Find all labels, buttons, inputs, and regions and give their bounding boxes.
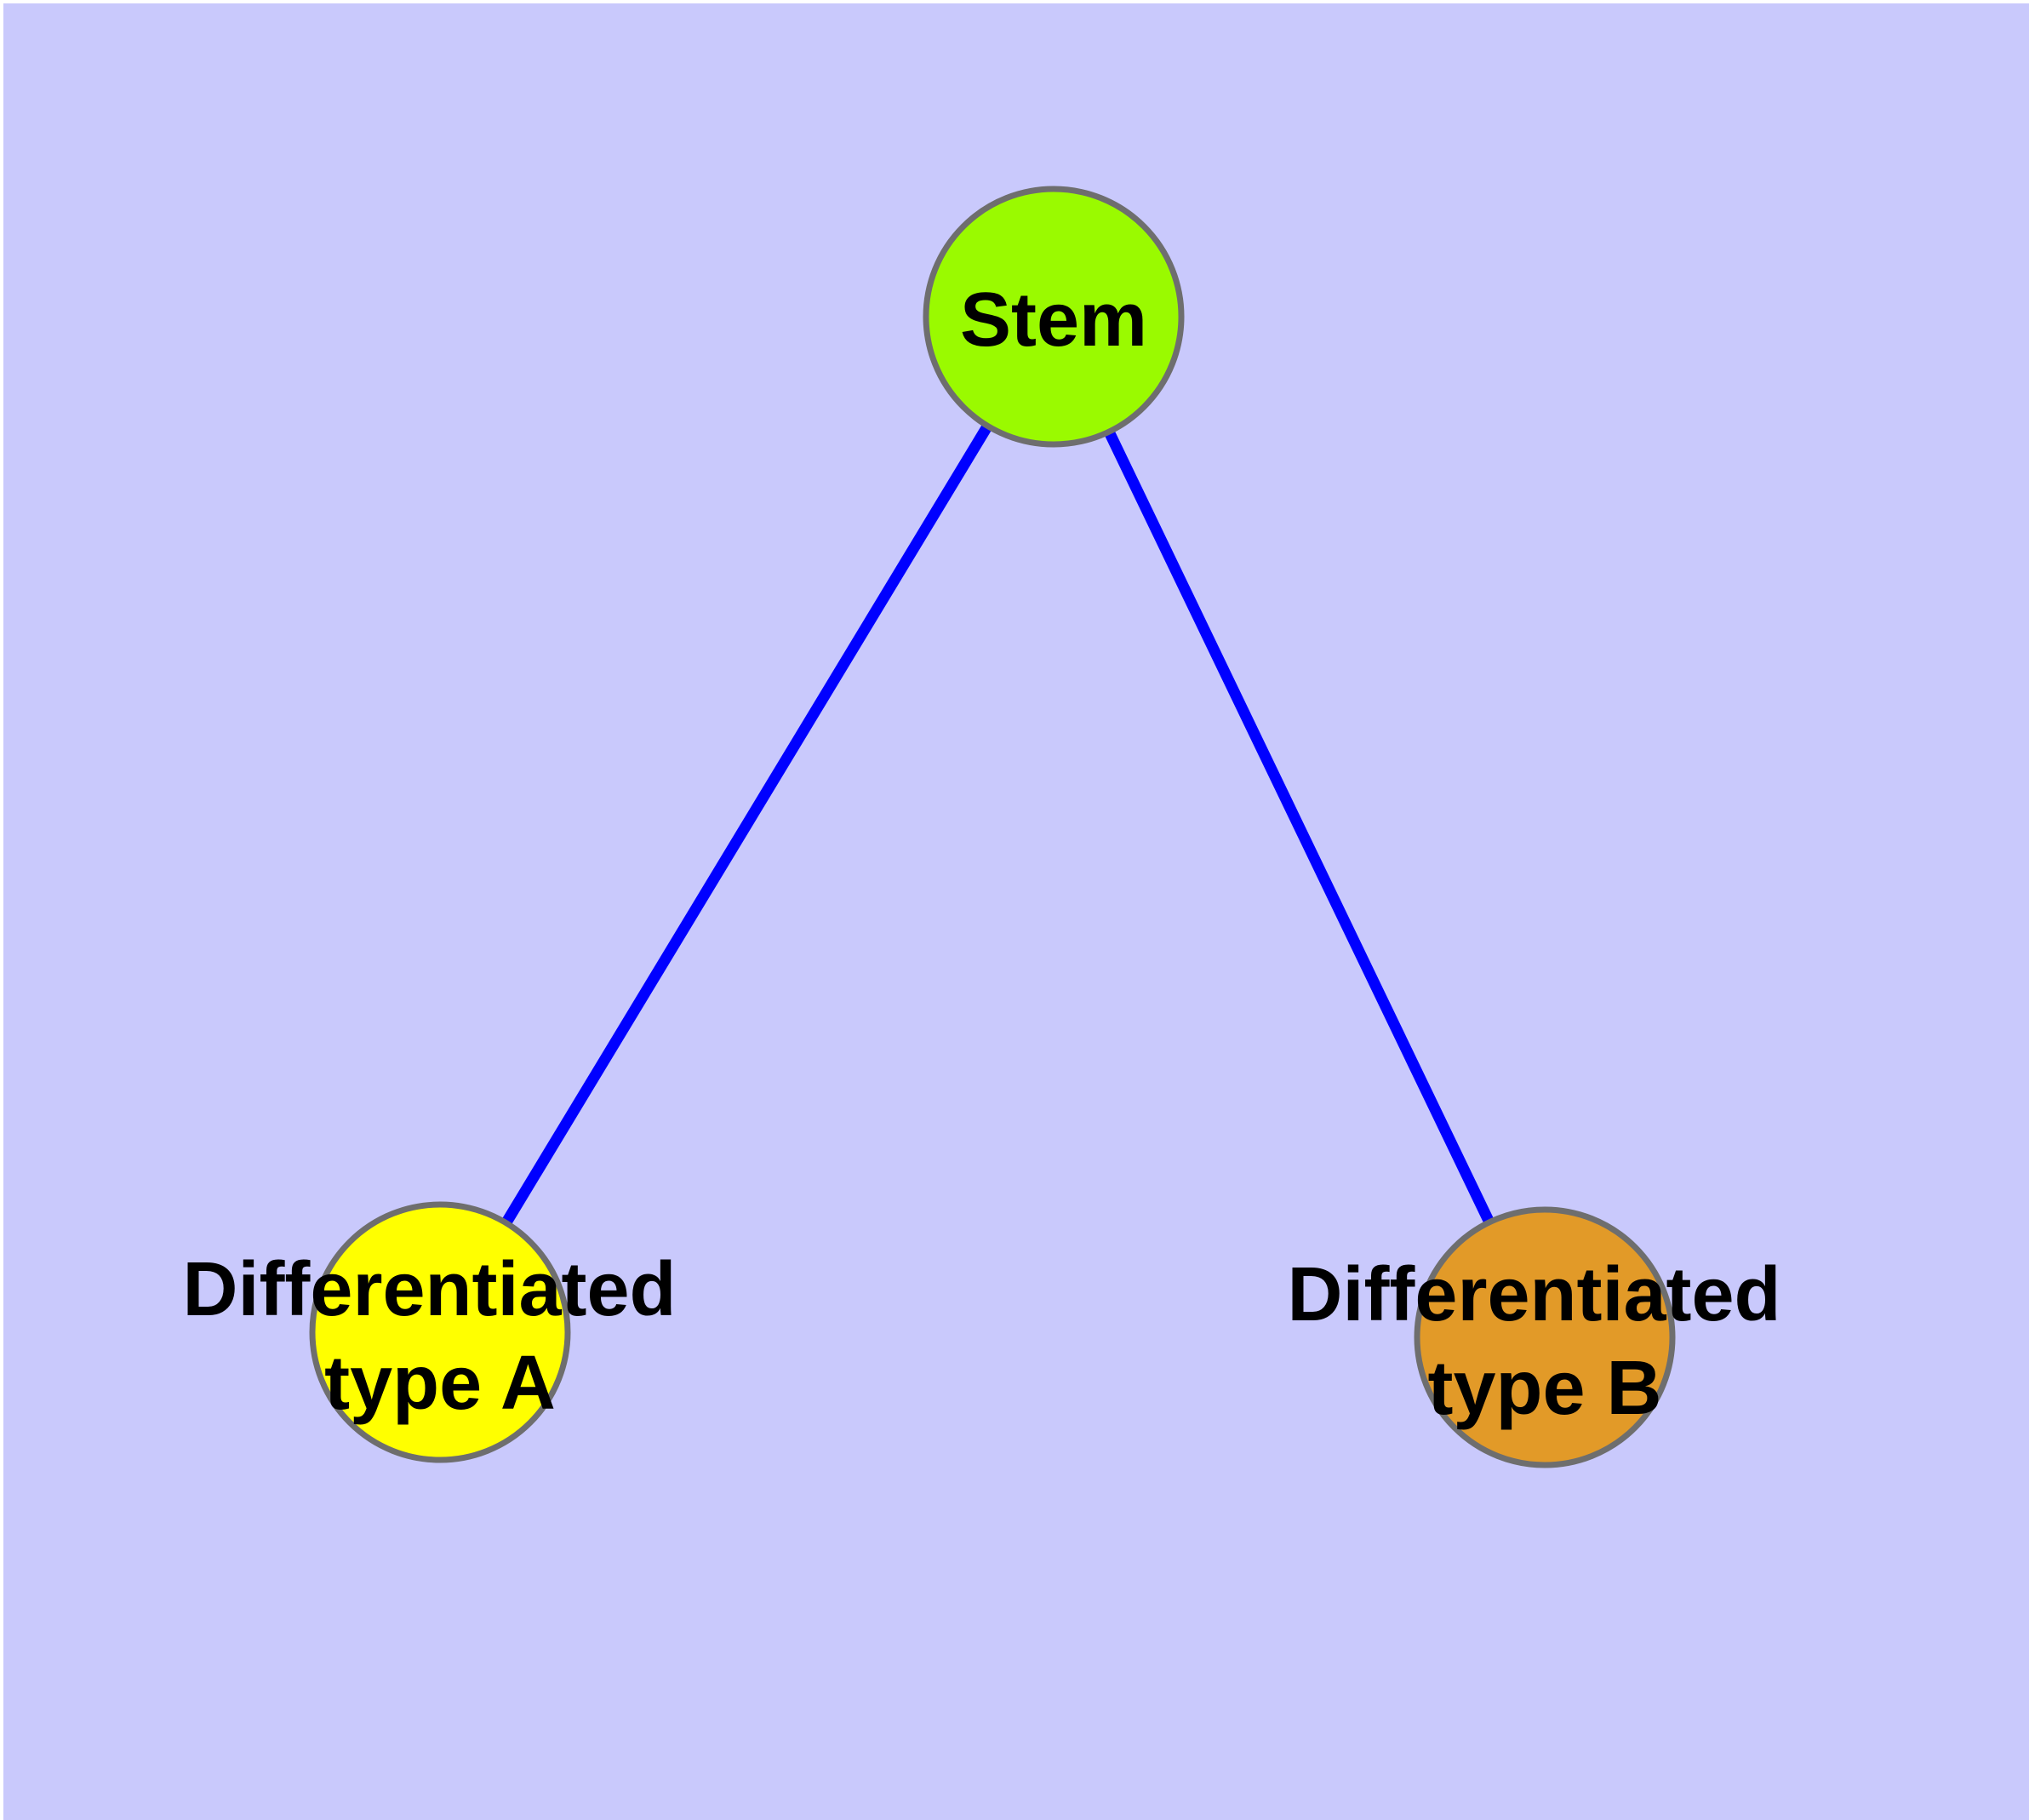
node-differentiated-type-b-label: Differentiated type B	[1287, 1252, 1802, 1431]
edge-stem-to-type-a	[435, 313, 1059, 1336]
node-stem[interactable]	[923, 186, 1185, 448]
edge-stem-to-type-b	[1049, 314, 1550, 1340]
node-differentiated-type-a-label-line-1: Differentiated	[182, 1247, 676, 1332]
node-differentiated-type-a[interactable]	[309, 1201, 571, 1463]
node-differentiated-type-a-label: Differentiated type A	[182, 1247, 697, 1426]
node-differentiated-type-b-label-line-1: Differentiated	[1287, 1252, 1780, 1337]
node-differentiated-type-a-label-line-2: type A	[324, 1341, 556, 1426]
node-differentiated-type-b-label-line-2: type B	[1427, 1346, 1661, 1431]
node-differentiated-type-b[interactable]	[1414, 1206, 1676, 1468]
node-stem-label: Stem	[960, 278, 1147, 363]
